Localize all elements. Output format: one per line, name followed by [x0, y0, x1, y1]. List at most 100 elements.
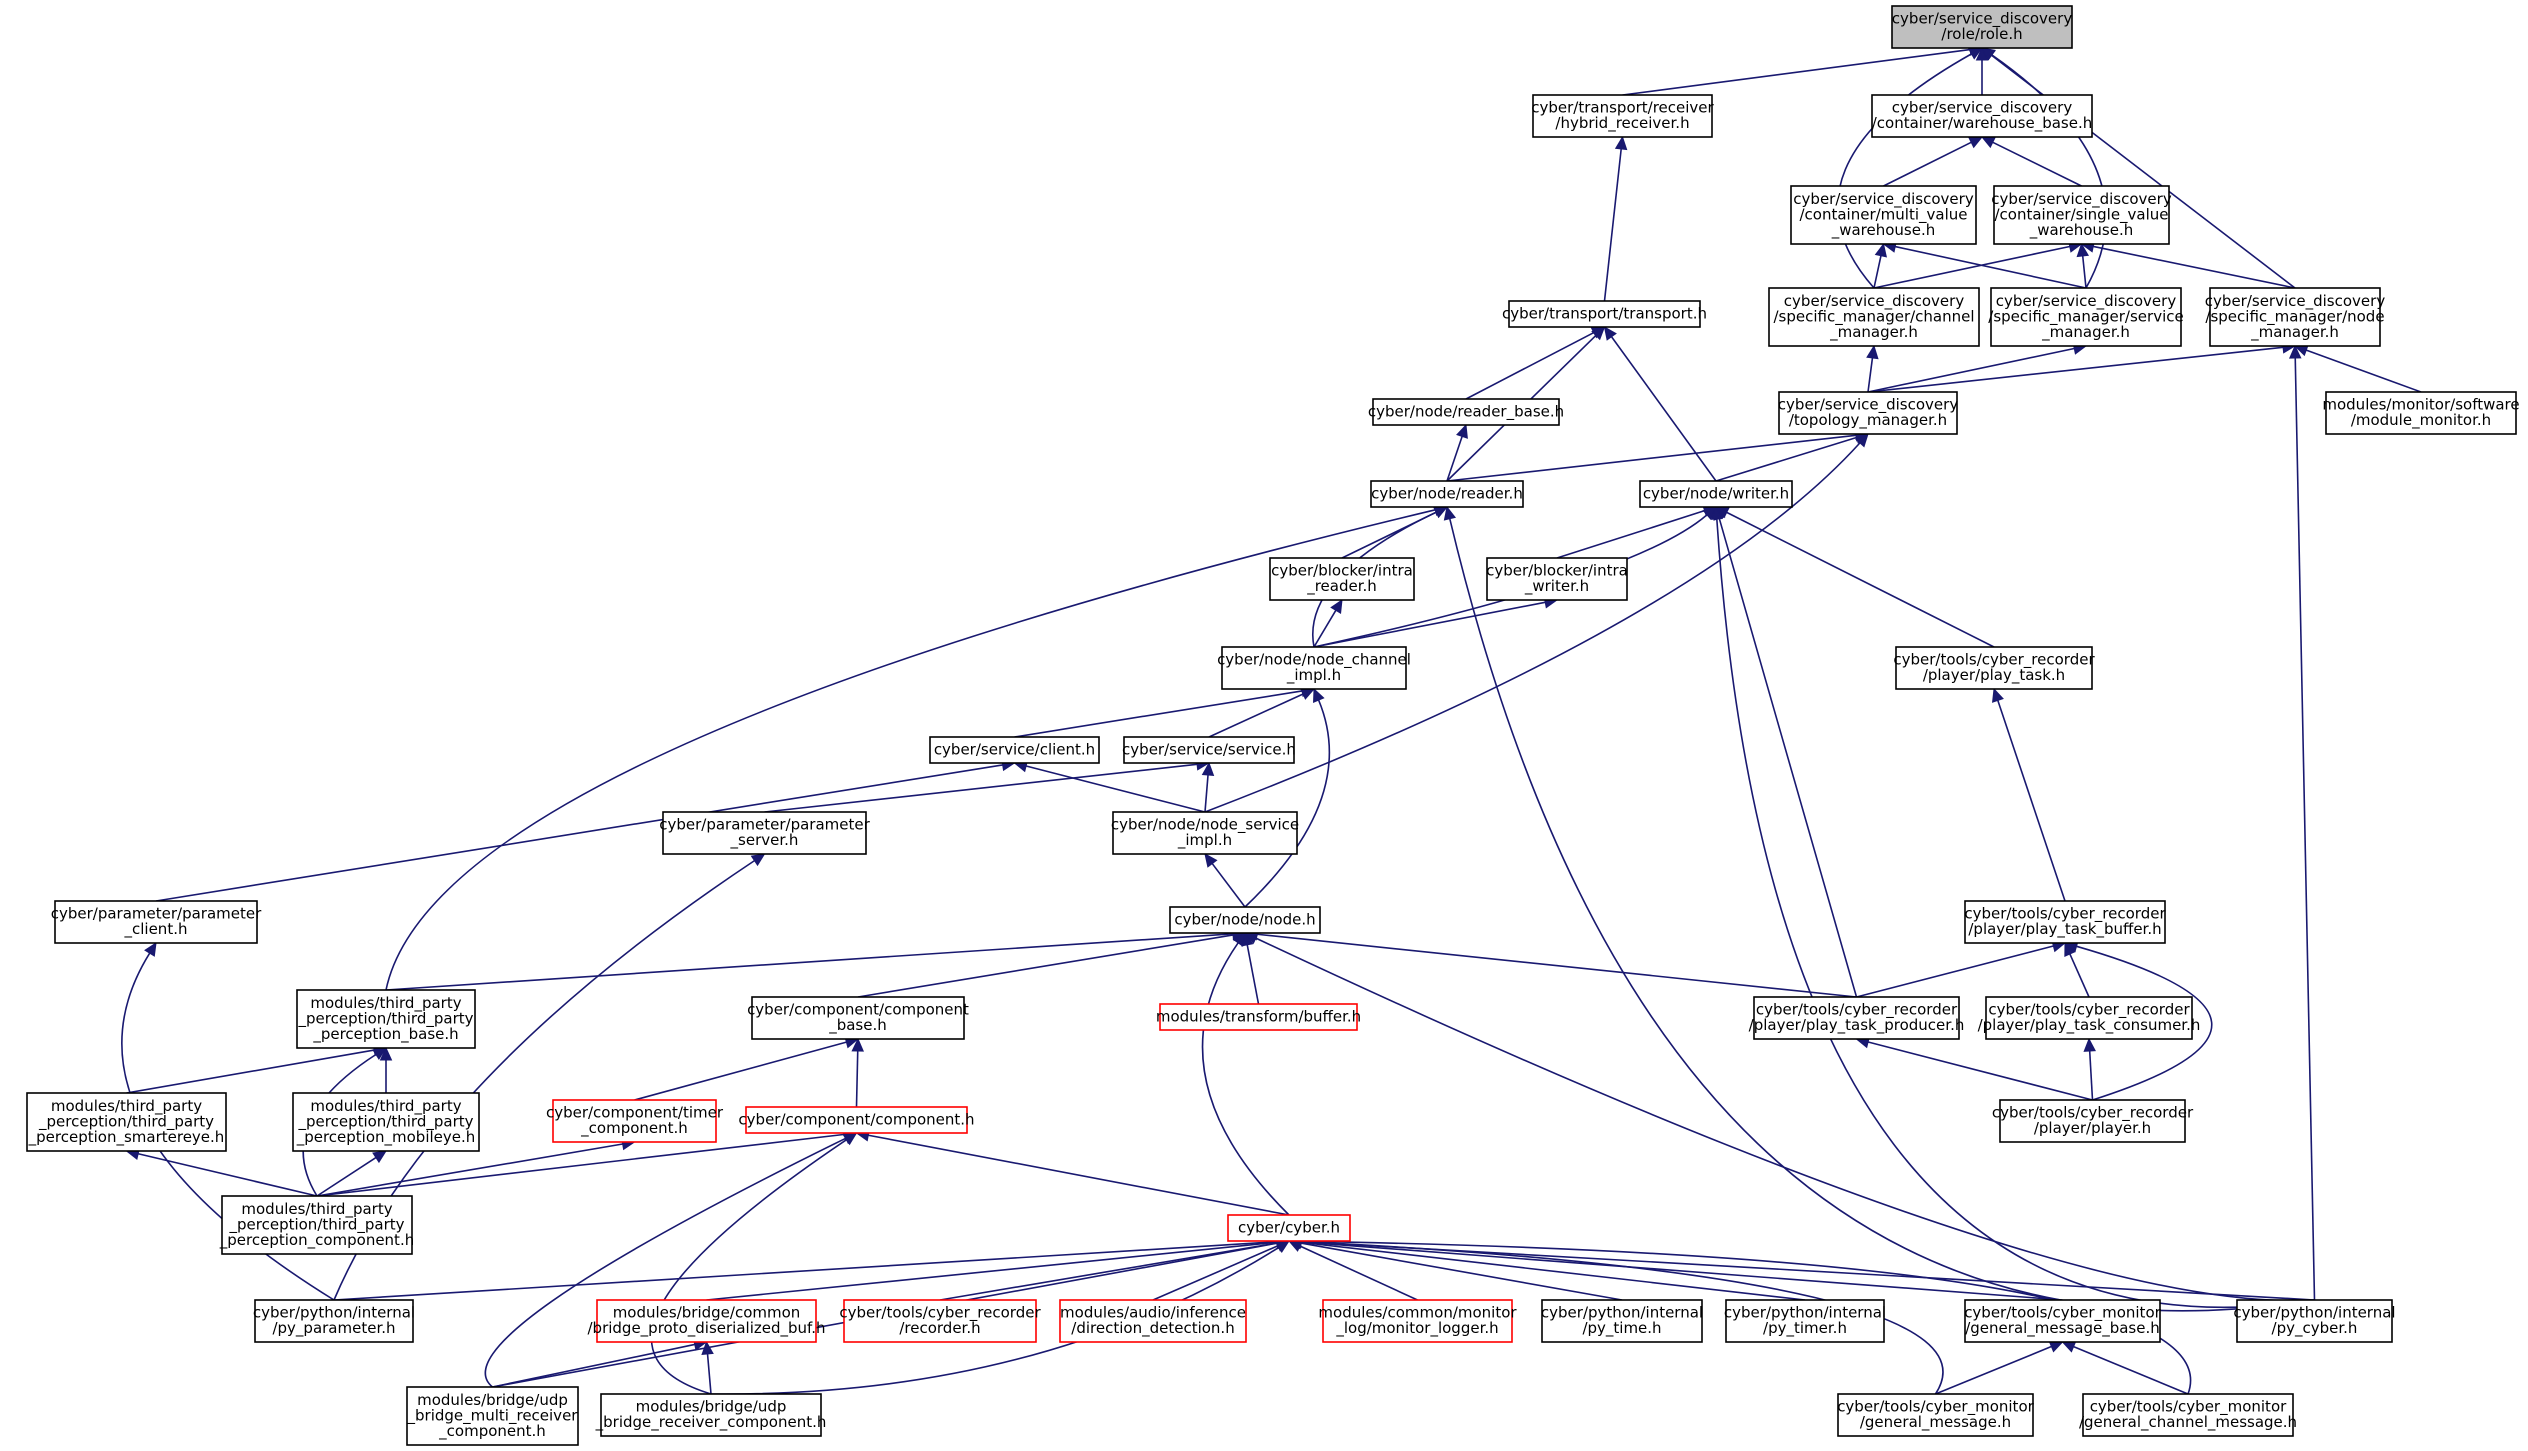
node-box: [1964, 1299, 2161, 1343]
node-box: [552, 1099, 717, 1143]
edge-arrowhead: [144, 941, 157, 957]
node-py-time[interactable]: cyber/python/internal/py_time.h: [1541, 1299, 1703, 1343]
node-warehouse-base[interactable]: cyber/service_discovery/container/wareho…: [1871, 94, 2093, 138]
node-play-task-buffer[interactable]: cyber/tools/cyber_recorder/player/play_t…: [1964, 900, 2166, 944]
node-node-manager[interactable]: cyber/service_discovery/specific_manager…: [2205, 287, 2386, 347]
node-parameter-server[interactable]: cyber/parameter/parameter_server.h: [659, 811, 871, 855]
node-component-base[interactable]: cyber/component/component_base.h: [747, 996, 969, 1040]
node-node-channel-impl[interactable]: cyber/node/node_channel_impl.h: [1217, 646, 1411, 690]
edge-bridge_receiver-to-component: [650, 1132, 858, 1395]
edge-arrowhead: [2083, 1037, 2096, 1052]
node-intra-reader[interactable]: cyber/blocker/intra_reader.h: [1269, 557, 1415, 601]
edge-line: [1856, 945, 2054, 998]
node-node[interactable]: cyber/node/node.h: [1169, 906, 1321, 934]
edge-arrowhead: [1981, 47, 1996, 61]
edge-play_task_consumer-to-play_task_buffer: [2064, 941, 2090, 998]
node-play-task[interactable]: cyber/tools/cyber_recorder/player/play_t…: [1893, 646, 2095, 690]
node-client[interactable]: cyber/service/client.h: [929, 736, 1100, 764]
edge-arrowhead: [1232, 932, 1246, 947]
node-box: [1871, 94, 2093, 138]
edge-player-to-play_task_consumer: [2083, 1037, 2096, 1101]
edge-arrowhead: [1456, 423, 1468, 439]
node-general-channel-message[interactable]: cyber/tools/cyber_monitor/general_channe…: [2079, 1393, 2297, 1437]
edge-line: [868, 1134, 1290, 1216]
node-bridge-buf[interactable]: modules/bridge/common/bridge_proto_diser…: [588, 1299, 826, 1343]
node-label-line: _impl.h: [1177, 831, 1232, 850]
node-label-line: cyber/python/internal: [2233, 1304, 2395, 1322]
node-label-line: cyber/service_discovery: [1996, 292, 2177, 311]
edge-line: [484, 1137, 847, 1388]
node-tpp-smartereye[interactable]: modules/third_party_perception/third_par…: [26, 1092, 227, 1152]
node-py-parameter[interactable]: cyber/python/internal/py_parameter.h: [253, 1299, 415, 1343]
node-box: [1753, 996, 1960, 1040]
node-monitor-logger[interactable]: modules/common/monitor_log/monitor_logge…: [1318, 1299, 1517, 1343]
edge-line: [764, 763, 1198, 813]
node-multi-value[interactable]: cyber/service_discovery/container/multi_…: [1790, 185, 1977, 245]
node-topology-manager[interactable]: cyber/service_discovery/topology_manager…: [1778, 391, 1959, 435]
node-hybrid-receiver[interactable]: cyber/transport/receiver/hybrid_receiver…: [1531, 94, 1715, 138]
edge-cyber-to-node: [1201, 932, 1290, 1216]
node-bridge-multi[interactable]: modules/bridge/udp_bridge_multi_receiver…: [406, 1386, 579, 1446]
edge-bridge_receiver-to-cyber: [710, 1240, 1291, 1395]
node-timer-component[interactable]: cyber/component/timer_component.h: [546, 1099, 724, 1143]
node-box: [2236, 1299, 2393, 1343]
edge-py_parameter-to-cyber: [333, 1235, 1291, 1301]
node-label-line: _perception_mobileye.h: [296, 1128, 476, 1147]
node-node-service-impl[interactable]: cyber/node/node_service_impl.h: [1111, 811, 1299, 855]
node-tpp-base[interactable]: modules/third_party_perception/third_par…: [296, 989, 476, 1049]
node-tpp-component[interactable]: modules/third_party_perception/third_par…: [219, 1195, 414, 1255]
node-module-monitor[interactable]: modules/monitor/software/module_monitor.…: [2322, 391, 2520, 435]
node-cyber[interactable]: cyber/cyber.h: [1227, 1214, 1351, 1242]
node-component[interactable]: cyber/component/component.h: [738, 1106, 975, 1134]
node-transport[interactable]: cyber/transport/transport.h: [1502, 300, 1707, 328]
node-channel-manager[interactable]: cyber/service_discovery/specific_manager…: [1768, 287, 1980, 347]
node-play-task-producer[interactable]: cyber/tools/cyber_recorder/player/play_t…: [1749, 996, 1965, 1040]
node-general-message[interactable]: cyber/tools/cyber_monitor/general_messag…: [1837, 1393, 2035, 1437]
node-play-task-consumer[interactable]: cyber/tools/cyber_recorder/player/play_t…: [1978, 996, 2201, 1040]
edge-line: [1718, 518, 1858, 998]
node-label-line: cyber/service_discovery: [1892, 99, 2073, 118]
edge-bridge_multi-to-bridge_buf: [492, 1338, 708, 1388]
node-writer[interactable]: cyber/node/writer.h: [1639, 480, 1793, 508]
node-service-manager[interactable]: cyber/service_discovery/specific_manager…: [1988, 287, 2184, 347]
node-transform-buffer[interactable]: modules/transform/buffer.h: [1156, 1003, 1361, 1031]
node-parameter-client[interactable]: cyber/parameter/parameter_client.h: [51, 900, 262, 944]
edge-transport-to-hybrid_receiver: [1603, 135, 1628, 302]
edge-line: [1883, 141, 1972, 187]
edge-tpp_component-to-tpp_mobileye: [316, 1150, 388, 1197]
node-box: [1372, 398, 1560, 426]
node-py-cyber[interactable]: cyber/python/internal/py_cyber.h: [2233, 1299, 2396, 1343]
edge-arrowhead: [1603, 326, 1617, 341]
node-box: [1269, 557, 1415, 601]
edge-line: [1014, 690, 1303, 738]
edge-line: [706, 1241, 1278, 1301]
node-recorder[interactable]: cyber/tools/cyber_recorder/recorder.h: [839, 1299, 1041, 1343]
node-reader[interactable]: cyber/node/reader.h: [1370, 480, 1524, 508]
edge-line: [1313, 609, 1337, 648]
edge-arrowhead: [372, 1150, 388, 1164]
node-general-message-base[interactable]: cyber/tools/cyber_monitor/general_messag…: [1964, 1299, 2162, 1343]
node-box: [1221, 646, 1407, 690]
node-label-line: /player/play_task.h: [1923, 666, 2065, 685]
node-label-line: /role/role.h: [1941, 25, 2022, 43]
node-box: [221, 1195, 413, 1255]
edge-node_service_impl-to-topology_manager: [1204, 433, 1869, 813]
edge-line: [1622, 48, 1971, 96]
node-reader-base[interactable]: cyber/node/reader_base.h: [1368, 398, 1564, 426]
node-service[interactable]: cyber/service/service.h: [1122, 736, 1296, 764]
node-intra-writer[interactable]: cyber/blocker/intra_writer.h: [1486, 557, 1628, 601]
node-py-timer[interactable]: cyber/python/internal/py_timer.h: [1724, 1299, 1886, 1343]
edge-line: [1465, 331, 1595, 400]
node-single-value[interactable]: cyber/service_discovery/container/single…: [1991, 185, 2172, 245]
node-box: [1790, 185, 1977, 245]
node-player[interactable]: cyber/tools/cyber_recorder/player/player…: [1992, 1099, 2194, 1143]
edge-layer: [121, 43, 2422, 1395]
edge-line: [1873, 255, 1882, 289]
edge-transform_buffer-to-node: [1241, 931, 1260, 1005]
edge-service_manager-to-single_value: [2076, 242, 2090, 289]
edge-node_manager-to-role: [1981, 47, 2296, 289]
node-box: [1112, 811, 1298, 855]
node-bridge-receiver[interactable]: modules/bridge/udp_bridge_receiver_compo…: [595, 1393, 827, 1437]
node-direction-detection[interactable]: modules/audio/inference/direction_detect…: [1059, 1299, 1247, 1343]
node-tpp-mobileye[interactable]: modules/third_party_perception/third_par…: [292, 1092, 480, 1152]
